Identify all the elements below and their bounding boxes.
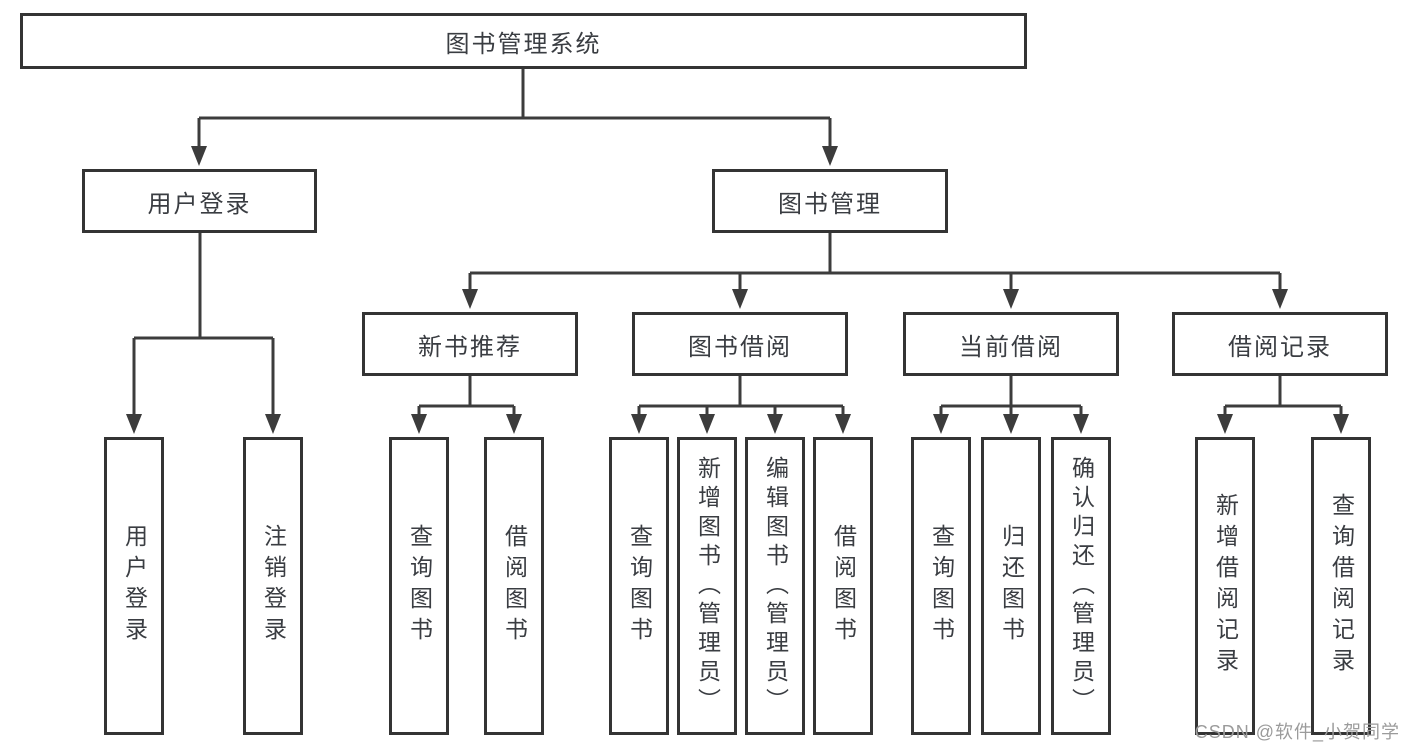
node-borrowing-records-label: 借阅记录 — [1228, 333, 1332, 361]
leaf-user-login-label: 用户登录 — [121, 524, 148, 648]
leaf-query-books-2-label: 查询图书 — [626, 524, 653, 648]
node-book-management-label: 图书管理 — [778, 190, 882, 218]
arrow-down-icon — [265, 414, 281, 434]
leaf-add-book-admin: 新增图书（管理员） — [677, 437, 737, 735]
leaf-borrow-books-2: 借阅图书 — [813, 437, 873, 735]
leaf-query-books-3-label: 查询图书 — [928, 524, 955, 648]
node-current-borrowing: 当前借阅 — [903, 312, 1119, 376]
node-root: 图书管理系统 — [20, 13, 1027, 69]
arrow-down-icon — [1003, 289, 1019, 309]
leaf-add-borrow-record-label: 新增借阅记录 — [1212, 493, 1239, 679]
leaf-query-books-3: 查询图书 — [911, 437, 971, 735]
leaf-query-books-1-label: 查询图书 — [406, 524, 433, 648]
arrow-down-icon — [411, 414, 427, 434]
leaf-add-borrow-record: 新增借阅记录 — [1195, 437, 1255, 735]
connector-new-book-children — [417, 376, 516, 416]
node-borrowing-records: 借阅记录 — [1172, 312, 1388, 376]
leaf-edit-book-admin-label: 编辑图书（管理员） — [762, 455, 789, 717]
leaf-add-book-admin-label: 新增图书（管理员） — [694, 455, 721, 717]
connector-book-borrow-children — [637, 376, 845, 416]
connector-borrow-record-children — [1223, 376, 1343, 416]
node-user-login: 用户登录 — [82, 169, 317, 233]
leaf-return-book-label: 归还图书 — [998, 524, 1025, 648]
leaf-user-login: 用户登录 — [104, 437, 164, 735]
arrow-down-icon — [1003, 414, 1019, 434]
watermark: CSDN @软件_小贺同学 — [1194, 722, 1400, 742]
arrow-down-icon — [822, 146, 838, 166]
node-book-management: 图书管理 — [712, 169, 948, 233]
connector-root-to-level2 — [197, 69, 832, 148]
arrow-down-icon — [1217, 414, 1233, 434]
arrow-down-icon — [767, 414, 783, 434]
connector-book-mgmt-children — [468, 233, 1282, 291]
arrow-down-icon — [506, 414, 522, 434]
arrow-down-icon — [1272, 289, 1288, 309]
arrow-down-icon — [1333, 414, 1349, 434]
leaf-borrow-books-2-label: 借阅图书 — [830, 524, 857, 648]
leaf-return-book: 归还图书 — [981, 437, 1041, 735]
arrow-down-icon — [1073, 414, 1089, 434]
node-book-borrowing: 图书借阅 — [632, 312, 848, 376]
arrow-down-icon — [933, 414, 949, 434]
node-new-book-recommend-label: 新书推荐 — [418, 333, 522, 361]
node-book-borrowing-label: 图书借阅 — [688, 333, 792, 361]
leaf-logout: 注销登录 — [243, 437, 303, 735]
leaf-borrow-books-1: 借阅图书 — [484, 437, 544, 735]
node-user-login-label: 用户登录 — [147, 190, 252, 218]
arrow-down-icon — [631, 414, 647, 434]
arrow-down-icon — [462, 289, 478, 309]
leaf-logout-label: 注销登录 — [260, 524, 287, 648]
arrow-down-icon — [126, 414, 142, 434]
node-current-borrowing-label: 当前借阅 — [959, 333, 1063, 361]
leaf-query-books-2: 查询图书 — [609, 437, 669, 735]
leaf-confirm-return-admin: 确认归还（管理员） — [1051, 437, 1111, 735]
connector-user-login-children — [132, 233, 275, 416]
arrow-down-icon — [699, 414, 715, 434]
leaf-edit-book-admin: 编辑图书（管理员） — [745, 437, 805, 735]
arrow-down-icon — [732, 289, 748, 309]
node-new-book-recommend: 新书推荐 — [362, 312, 578, 376]
arrow-down-icon — [191, 146, 207, 166]
leaf-borrow-books-1-label: 借阅图书 — [501, 524, 528, 648]
leaf-query-borrow-record-label: 查询借阅记录 — [1328, 493, 1355, 679]
leaf-query-borrow-record: 查询借阅记录 — [1311, 437, 1371, 735]
leaf-query-books-1: 查询图书 — [389, 437, 449, 735]
connector-current-borrow-children — [939, 376, 1083, 416]
arrow-down-icon — [835, 414, 851, 434]
leaf-confirm-return-admin-label: 确认归还（管理员） — [1068, 455, 1095, 717]
node-root-label: 图书管理系统 — [445, 30, 602, 58]
